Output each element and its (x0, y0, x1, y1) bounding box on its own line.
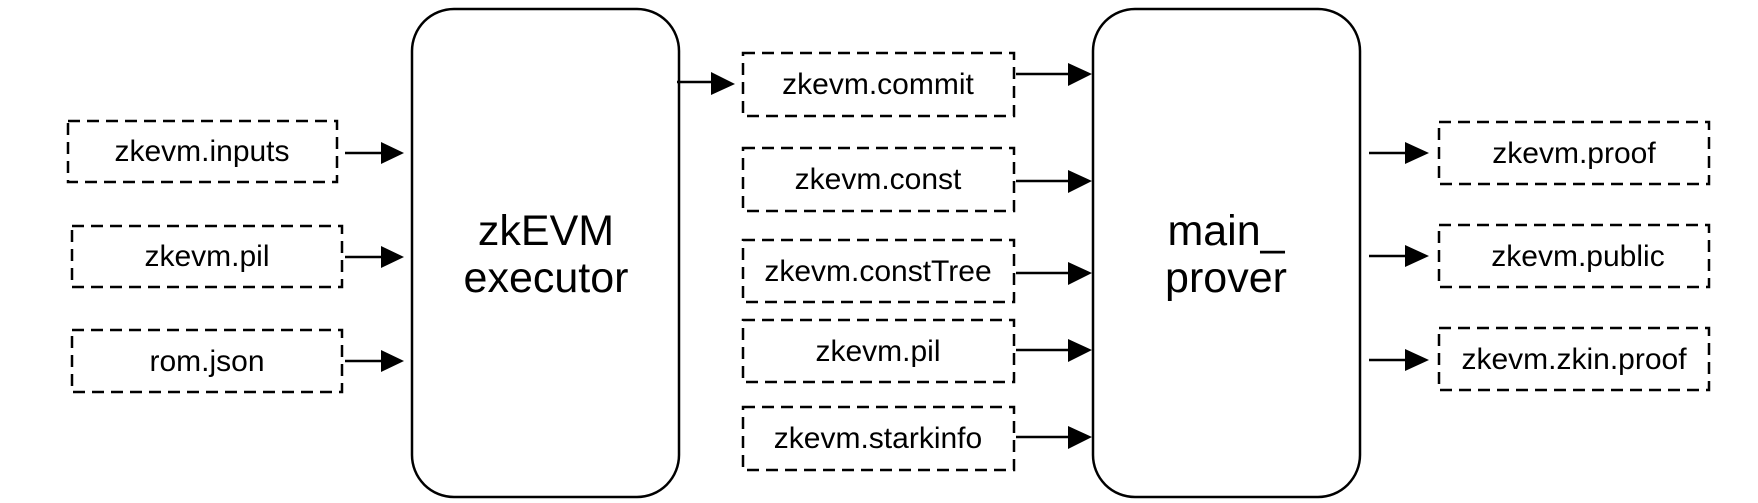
intermediate-file-zkevm-commit: zkevm.commit (741, 51, 1016, 118)
arrow-executor-to-commit (677, 72, 735, 95)
executor-label-line2: executor (464, 254, 629, 302)
intermediate-file-label: zkevm.const (795, 163, 962, 196)
intermediate-file-label: zkevm.pil (815, 335, 940, 368)
arrow-starkinfo-to-prover (1016, 426, 1092, 449)
output-file-label: zkevm.proof (1492, 137, 1656, 170)
output-file-zkevm-zkin-proof: zkevm.zkin.proof (1437, 326, 1711, 392)
arrow-commit-to-prover (1016, 63, 1092, 86)
process-zkevm-executor: zkEVM executor (410, 7, 681, 499)
intermediate-file-zkevm-pil: zkevm.pil (741, 318, 1016, 384)
intermediate-file-zkevm-const: zkevm.const (741, 146, 1016, 213)
arrow-inputs-to-executor (345, 142, 404, 164)
intermediate-file-label: zkevm.starkinfo (774, 422, 982, 455)
arrow-pil-to-executor (345, 246, 404, 268)
input-file-zkevm-pil: zkevm.pil (70, 224, 344, 289)
intermediate-file-label: zkevm.constTree (764, 255, 991, 288)
arrow-const-to-prover (1016, 170, 1092, 193)
arrow-prover-to-zkin-proof (1369, 349, 1429, 371)
intermediate-file-zkevm-consttree: zkevm.constTree (741, 238, 1016, 304)
output-file-label: zkevm.public (1491, 240, 1664, 273)
output-file-zkevm-public: zkevm.public (1437, 223, 1711, 289)
intermediate-file-label: zkevm.commit (782, 68, 974, 101)
prover-label-line2: prover (1165, 254, 1287, 302)
arrow-pil-to-prover (1016, 339, 1092, 362)
arrow-prover-to-public (1369, 245, 1429, 267)
input-file-label: rom.json (149, 345, 264, 378)
output-file-zkevm-proof: zkevm.proof (1437, 120, 1711, 186)
prover-label-line1: main_ (1167, 207, 1285, 255)
input-file-label: zkevm.pil (144, 240, 269, 273)
input-file-zkevm-inputs: zkevm.inputs (66, 119, 339, 184)
output-file-label: zkevm.zkin.proof (1461, 343, 1687, 376)
process-main-prover: main_ prover (1091, 7, 1362, 499)
input-file-rom-json: rom.json (70, 328, 344, 394)
arrow-prover-to-proof (1369, 142, 1429, 164)
arrow-consttree-to-prover (1016, 262, 1092, 285)
executor-label-line1: zkEVM (478, 207, 614, 255)
input-file-label: zkevm.inputs (114, 135, 289, 168)
arrow-rom-to-executor (345, 350, 404, 372)
intermediate-file-zkevm-starkinfo: zkevm.starkinfo (741, 405, 1016, 472)
